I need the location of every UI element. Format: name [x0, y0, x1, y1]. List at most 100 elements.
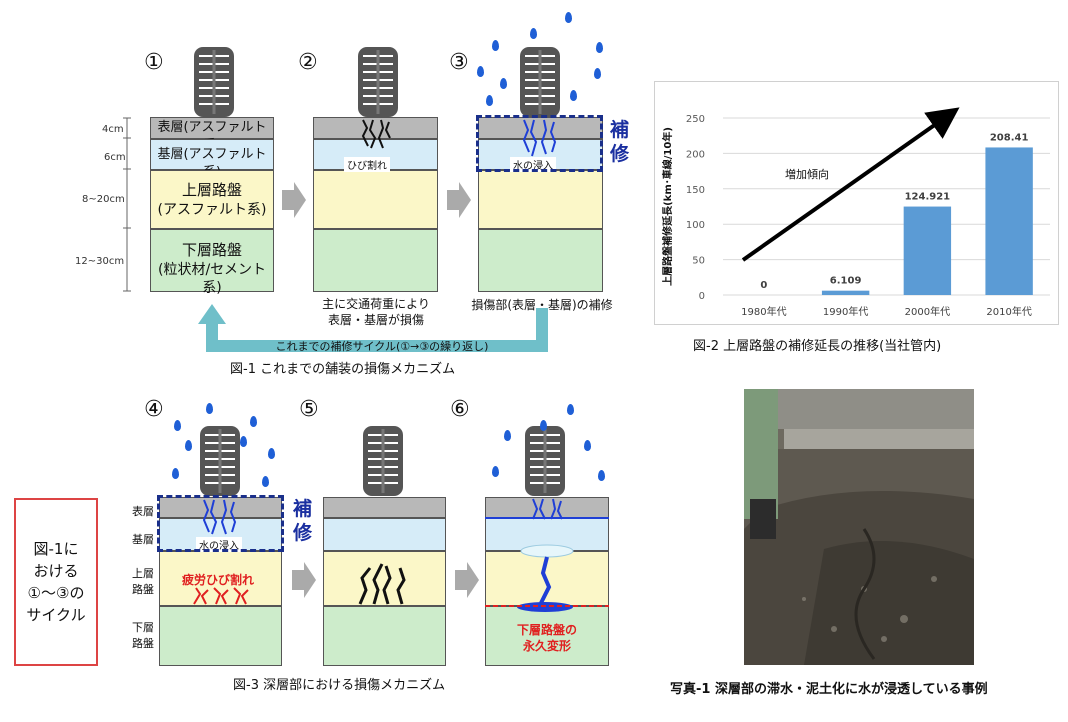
bar-value-label: 124.921 — [905, 192, 951, 203]
surface-layer — [150, 117, 274, 139]
bar — [903, 206, 952, 295]
repair-zone-box — [157, 495, 284, 552]
lower-subbase-label-line2: 路盤 — [132, 637, 154, 650]
permanent-deformation-label: 下層路盤の 永久変形 — [495, 622, 599, 654]
arrow-right-icon — [282, 182, 306, 218]
step3-note: 損傷部(表層・基層)の補修 — [471, 298, 613, 312]
bar-value-label: 208.41 — [990, 132, 1029, 143]
photo-caption: 写真-1 深層部の滞水・泥土化に水が浸透している事例 — [670, 682, 988, 697]
water-infiltration-label: 水の浸入 — [510, 157, 556, 172]
side-box-line: 図-1に — [33, 540, 79, 558]
deformation-label-line1: 下層路盤の — [516, 623, 577, 637]
dimension-label: 6cm — [104, 152, 126, 163]
arrow-right-icon — [455, 562, 479, 598]
step-number-4: ④ — [144, 397, 164, 422]
trend-annotation: 増加傾向 — [785, 167, 829, 181]
step-number-6: ⑥ — [450, 397, 470, 422]
x-tick-label: 2000年代 — [905, 305, 950, 318]
y-tick-label: 250 — [686, 114, 705, 125]
water-infiltration-icon — [522, 119, 557, 157]
lower-subbase-layer — [485, 606, 609, 666]
upper-subbase-layer — [159, 551, 282, 606]
upper-subbase-label-line1: 上層路盤 — [181, 181, 242, 199]
repair-zone-box — [476, 115, 603, 172]
site-photo — [744, 389, 974, 665]
trend-arrow — [741, 107, 960, 262]
surface-layer — [323, 497, 446, 518]
lower-subbase-layer — [478, 229, 603, 292]
y-tick-label: 100 — [686, 220, 705, 231]
fatigue-crack-icon — [193, 587, 249, 605]
lower-subbase-layer — [323, 606, 446, 666]
cycle-reference-box: 図-1に おける ①～③の サイクル — [14, 498, 98, 666]
upper-subbase-layer — [313, 170, 438, 229]
upper-subbase-label-line1: 上層 — [132, 567, 154, 580]
step-number-5: ⑤ — [299, 397, 319, 422]
upper-subbase-label-line2: (アスファルト系) — [157, 202, 267, 218]
tire-icon — [525, 426, 565, 496]
dimension-label: 4cm — [102, 124, 124, 135]
step2-note: 主に交通荷重により 表層・基層が損傷 — [316, 296, 436, 328]
dimension-label: 8~20cm — [82, 194, 125, 205]
upper-subbase-label: 上層 路盤 — [132, 566, 154, 598]
upper-subbase-label-line2: 路盤 — [132, 583, 154, 596]
lower-subbase-layer — [159, 606, 282, 666]
upper-subbase-layer — [150, 170, 274, 229]
cycle-arrow — [198, 304, 548, 352]
x-tick-label: 1980年代 — [741, 305, 786, 318]
water-infiltration-label: 水の浸入 — [196, 537, 242, 552]
lower-subbase-layer — [150, 229, 274, 292]
y-tick-label: 150 — [686, 185, 705, 196]
fatigue-crack-label: 疲労ひび割れ — [182, 573, 255, 587]
tire-icon — [520, 47, 560, 117]
step-number-2: ② — [298, 50, 318, 75]
figure-2-caption: 図-2 上層路盤の補修延長の推移(当社管内) — [693, 339, 942, 354]
dimension-label: 12~30cm — [75, 256, 125, 267]
bar-value-label: 6.109 — [830, 276, 862, 287]
y-tick-label: 200 — [686, 149, 705, 160]
lower-subbase-layer — [313, 229, 438, 292]
figure-3-caption: 図-3 深層部における損傷メカニズム — [233, 678, 446, 693]
tire-icon — [363, 426, 403, 496]
water-infiltration-icon — [202, 499, 237, 535]
bar-value-label: 0 — [760, 280, 767, 291]
y-tick-label: 50 — [692, 256, 705, 267]
arrow-right-icon — [447, 182, 471, 218]
upper-subbase-layer — [478, 170, 603, 229]
water-penetration-icon — [485, 498, 609, 612]
dimension-line — [123, 117, 131, 292]
cycle-label: これまでの補修サイクル(①→③の繰り返し) — [275, 340, 489, 353]
bar — [985, 147, 1033, 295]
figure-1-caption: 図-1 これまでの舗装の損傷メカニズム — [230, 362, 456, 377]
tire-icon — [358, 47, 398, 117]
base-label: 基層 — [132, 533, 154, 546]
side-box-line: ①～③の — [27, 584, 85, 602]
base-layer — [150, 139, 274, 170]
side-box-line: サイクル — [26, 606, 86, 624]
base-layer — [323, 518, 446, 551]
step-number-1: ① — [144, 50, 164, 75]
x-tick-label: 1990年代 — [823, 305, 868, 318]
lower-subbase-label-line2: (粒状材/セメント系) — [158, 262, 266, 296]
crack-label: ひび割れ — [344, 157, 390, 172]
repair-label: 補修 — [610, 119, 630, 165]
x-tick-label: 2010年代 — [986, 305, 1031, 318]
repair-label: 補修 — [293, 498, 313, 544]
tire-icon — [194, 47, 234, 117]
step-number-3: ③ — [449, 50, 469, 75]
lower-subbase-label: 下層 路盤 — [132, 620, 154, 652]
tire-icon — [200, 426, 240, 496]
bar-chart: 050100150200250上層路盤補修延長(km･車線/10年)01980年… — [661, 107, 1050, 318]
arrow-right-icon — [292, 562, 316, 598]
crack-icon — [361, 119, 391, 149]
excavation-photo-illustration — [744, 389, 974, 665]
bar — [821, 290, 870, 295]
deep-crack-icon — [358, 563, 406, 605]
deformation-label-line2: 永久変形 — [522, 639, 571, 653]
lower-subbase-label-line1: 下層 — [132, 621, 154, 634]
surface-label: 表層 — [132, 505, 154, 518]
step2-note-line1: 主に交通荷重により — [322, 297, 430, 311]
lower-subbase-label-line1: 下層路盤 — [181, 241, 242, 259]
step2-note-line2: 表層・基層が損傷 — [327, 313, 424, 327]
y-axis-label: 上層路盤補修延長(km･車線/10年) — [661, 127, 674, 286]
